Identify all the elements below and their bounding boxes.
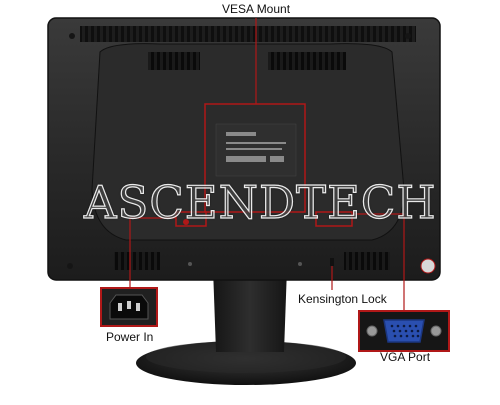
- power-in-label: Power In: [106, 330, 154, 344]
- kensington-lock-label: Kensington Lock: [298, 292, 387, 306]
- vga-port-label: VGA Port: [380, 350, 431, 364]
- power-in-inset: [100, 287, 158, 327]
- vga-connector-icon: [360, 312, 448, 350]
- vga-port-inset: [358, 310, 450, 352]
- vesa-mount-area: [204, 103, 306, 213]
- power-socket-icon: [102, 289, 156, 325]
- vesa-mount-label: VESA Mount: [222, 2, 291, 16]
- watermark-text: ASCENDTECH: [83, 175, 437, 229]
